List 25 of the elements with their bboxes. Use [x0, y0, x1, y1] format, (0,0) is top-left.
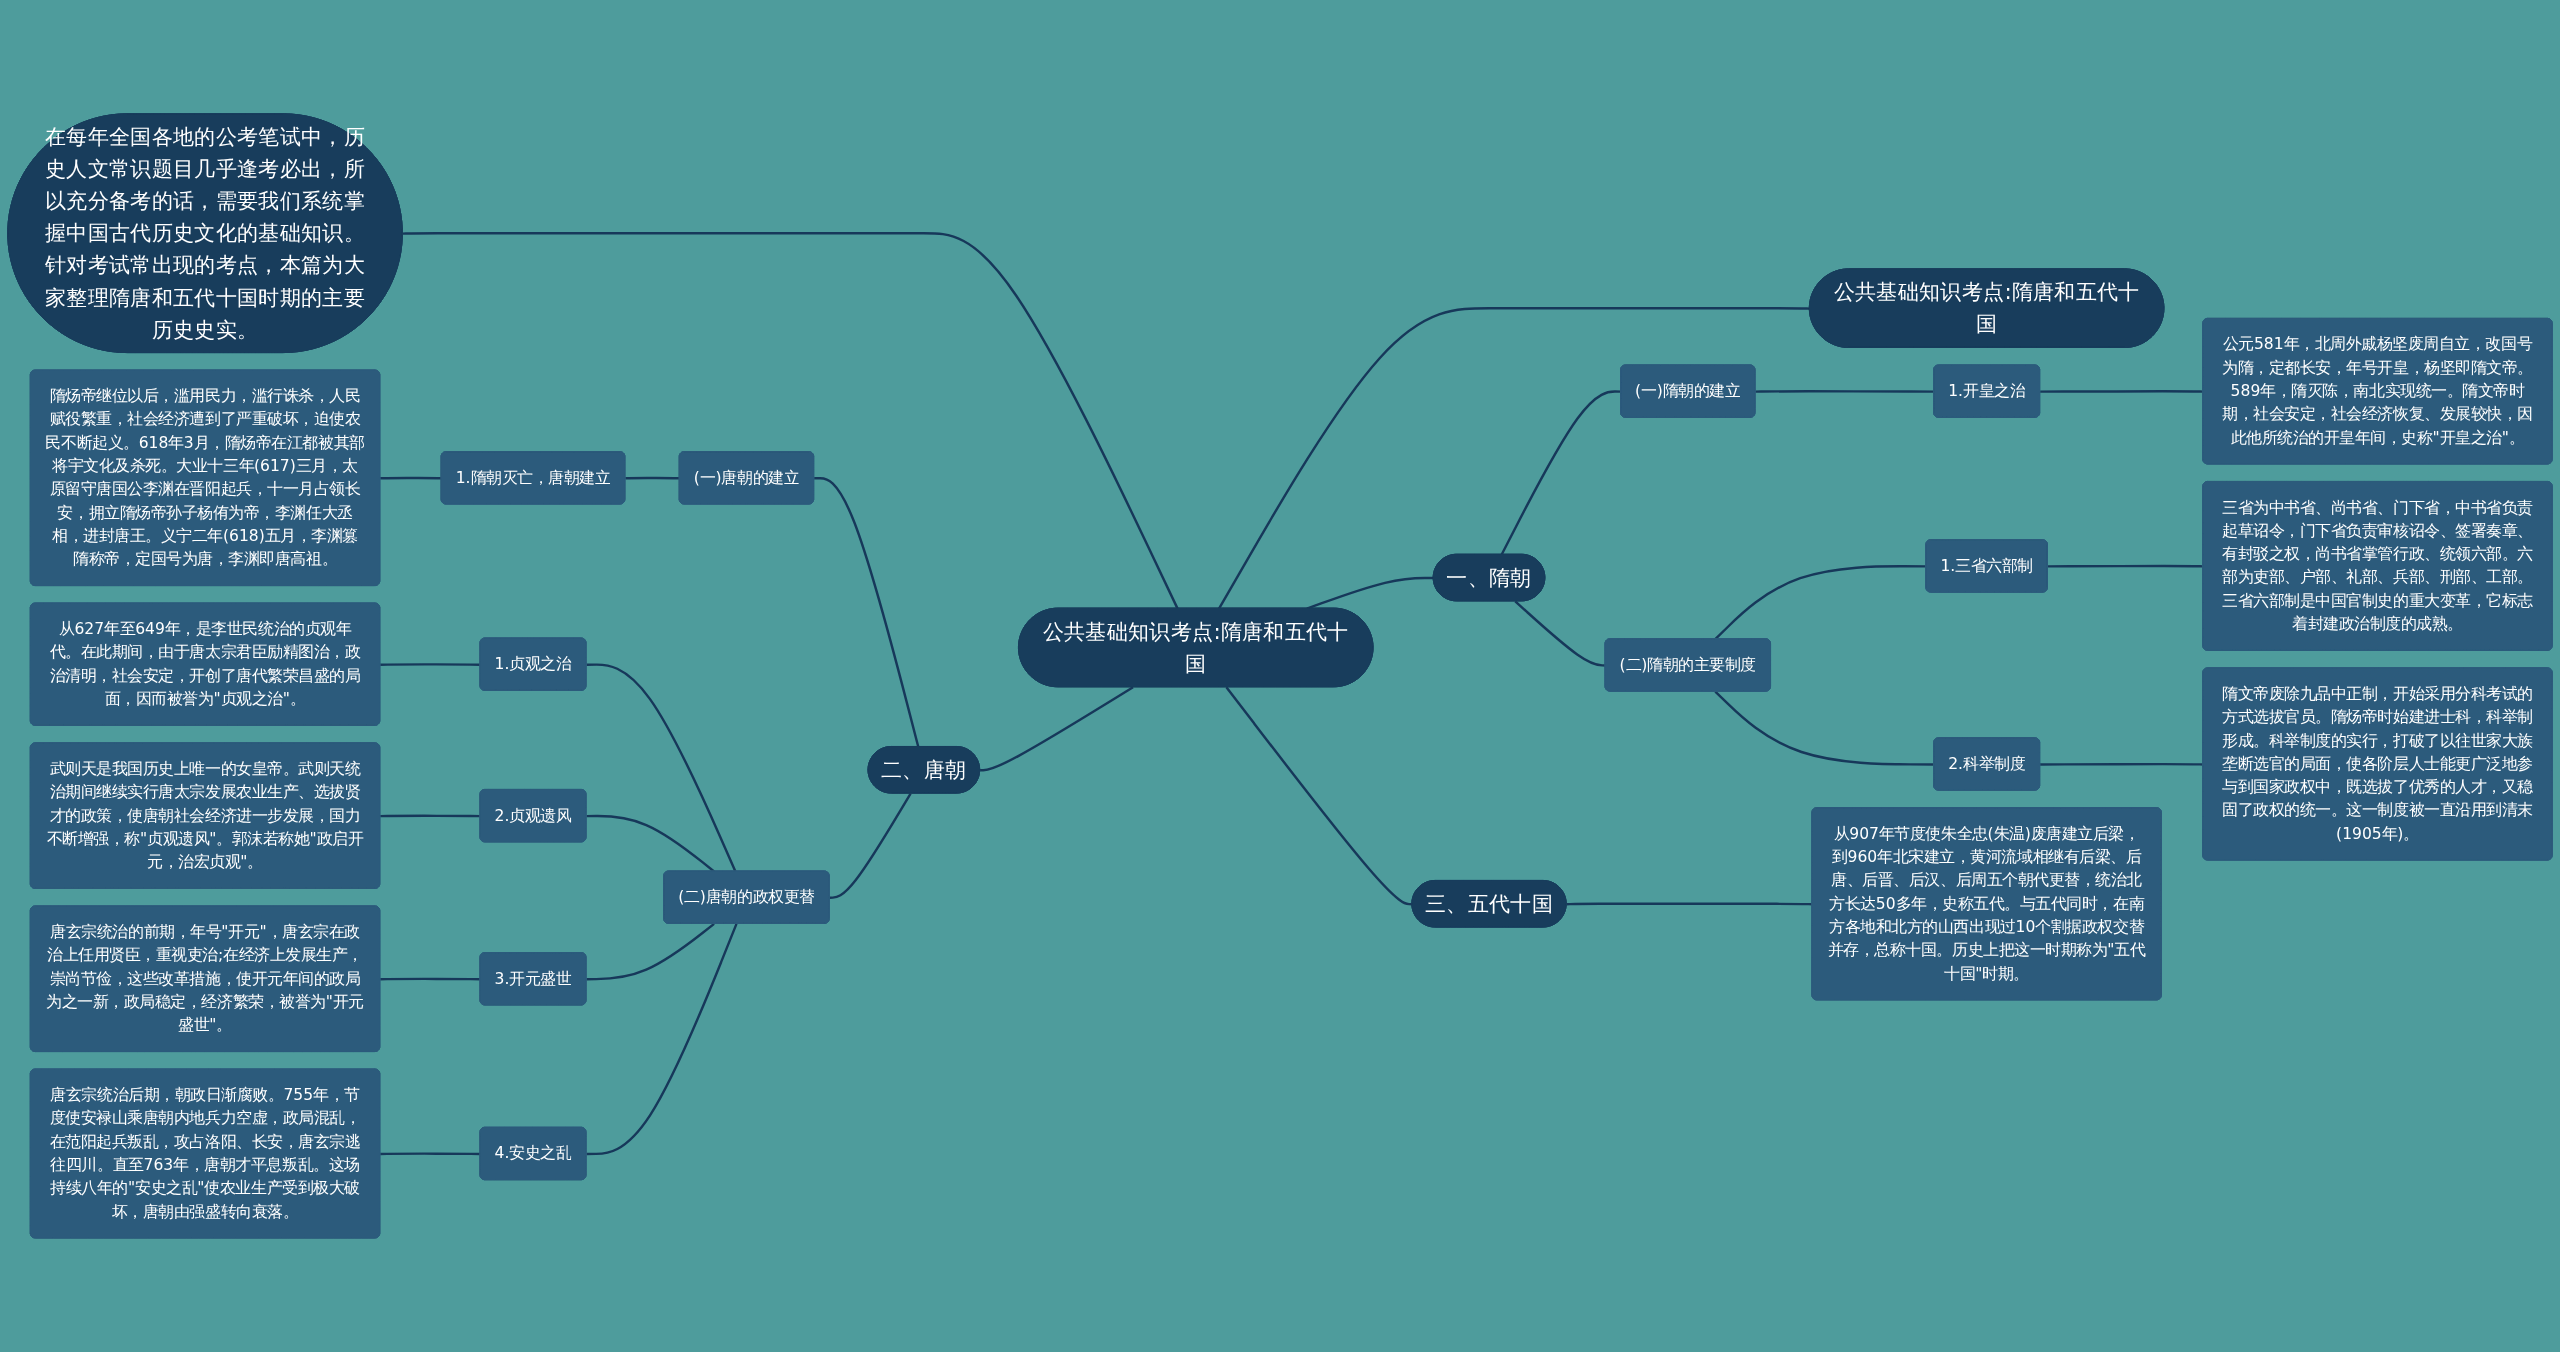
connector — [1217, 307, 1810, 610]
connector — [829, 793, 912, 900]
connector — [586, 814, 715, 873]
connector — [1514, 600, 1606, 667]
connector — [402, 232, 1179, 610]
connector — [586, 923, 715, 981]
connector — [2047, 565, 2204, 568]
connector — [1566, 902, 1813, 906]
connector — [1755, 390, 1935, 393]
connector — [814, 477, 920, 748]
connector — [625, 476, 680, 480]
connector — [1225, 686, 1413, 906]
connector — [380, 977, 481, 981]
connector — [586, 663, 737, 873]
connector — [2040, 390, 2204, 393]
connector — [586, 923, 738, 1156]
connector — [1306, 576, 1434, 610]
connector — [1500, 390, 1622, 556]
connector — [380, 1152, 481, 1156]
connector — [380, 814, 481, 818]
connector — [2040, 763, 2204, 766]
connector — [1714, 690, 1935, 766]
connector — [380, 663, 481, 667]
connector — [380, 476, 442, 480]
connector — [980, 686, 1134, 772]
